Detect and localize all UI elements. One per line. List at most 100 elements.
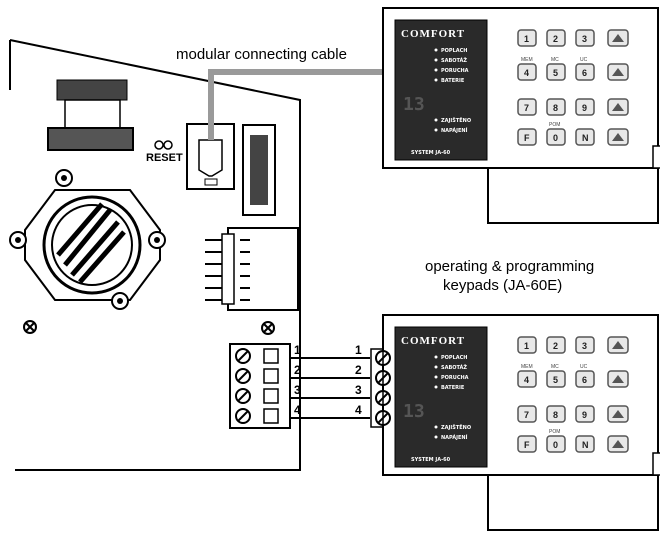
status-led xyxy=(434,58,438,62)
key-label: 5 xyxy=(553,375,558,385)
key-button xyxy=(575,29,595,47)
fan-guard xyxy=(9,169,166,310)
key-button xyxy=(546,98,566,116)
key-label: 4 xyxy=(524,68,529,78)
cable-label: modular connecting cable xyxy=(176,46,347,63)
key-button xyxy=(575,405,595,423)
key-label: 0 xyxy=(553,440,558,450)
key-button xyxy=(517,336,537,354)
wire-numbers-right: 1 2 3 4 xyxy=(355,343,362,417)
status-text: POPLACH xyxy=(441,48,468,54)
modular-cable xyxy=(208,69,383,140)
mode-icon xyxy=(612,440,624,448)
mode-icon xyxy=(612,133,624,141)
display-digits: 13 xyxy=(403,401,425,422)
key-button xyxy=(575,98,595,116)
key-button xyxy=(517,370,537,388)
key-label: 3 xyxy=(582,341,587,351)
status-text: BATERIE xyxy=(441,385,465,391)
wire-number: 2 xyxy=(355,363,362,377)
key-button xyxy=(546,435,566,453)
key-button xyxy=(517,98,537,116)
status-panel xyxy=(394,19,488,161)
key-button xyxy=(517,128,537,146)
key-label: 1 xyxy=(524,341,529,351)
key-sublabel: UC xyxy=(580,57,588,63)
mode-icon xyxy=(612,68,624,76)
key-button xyxy=(517,63,537,81)
status-led xyxy=(434,385,438,389)
key-button xyxy=(517,405,537,423)
wires xyxy=(290,357,370,419)
status-text: SABOTÁŽ xyxy=(441,363,467,371)
key-label: 4 xyxy=(524,375,529,385)
key-button xyxy=(546,370,566,388)
control-panel: RESET xyxy=(9,39,301,471)
key-label: F xyxy=(524,440,530,450)
wire-number: 3 xyxy=(355,383,362,397)
status-text: BATERIE xyxy=(441,78,465,84)
keypad-top: COMFORTPOPLACHSABOTÁŽPORUCHABATERIE13ZAJ… xyxy=(382,7,660,224)
key-button xyxy=(546,29,566,47)
status-led xyxy=(434,48,438,52)
key-button xyxy=(575,128,595,146)
key-label: 0 xyxy=(553,133,558,143)
reset-label: RESET xyxy=(146,152,183,164)
status-text: NAPÁJENÍ xyxy=(441,126,468,134)
key-sublabel: MC xyxy=(551,57,559,63)
status-text: ZAJIŠTĚNO xyxy=(441,116,471,124)
mode-icon xyxy=(612,34,624,42)
key-label: 9 xyxy=(582,410,587,420)
key-label: 3 xyxy=(582,34,587,44)
status-text: NAPÁJENÍ xyxy=(441,433,468,441)
mode-icon xyxy=(612,375,624,383)
key-label: 7 xyxy=(524,103,529,113)
status-led xyxy=(434,128,438,132)
key-button xyxy=(517,435,537,453)
status-led xyxy=(434,68,438,72)
brand-label: COMFORT xyxy=(401,335,465,347)
key-label: 8 xyxy=(553,103,558,113)
key-label: N xyxy=(582,440,589,450)
wire-number: 4 xyxy=(294,403,301,417)
wire-number: 4 xyxy=(355,403,362,417)
key-sublabel: MEM xyxy=(521,57,533,63)
display-digits: 13 xyxy=(403,94,425,115)
key-button xyxy=(575,336,595,354)
terminal-strip xyxy=(370,348,384,428)
key-sublabel: UC xyxy=(580,364,588,370)
status-panel xyxy=(394,326,488,468)
wire-numbers-left: 1 2 3 4 xyxy=(294,343,301,417)
mode-icon xyxy=(612,103,624,111)
wire-number: 2 xyxy=(294,363,301,377)
key-label: 7 xyxy=(524,410,529,420)
key-label: N xyxy=(582,133,589,143)
status-led xyxy=(434,435,438,439)
status-led xyxy=(434,375,438,379)
key-label: 1 xyxy=(524,34,529,44)
key-label: 6 xyxy=(582,375,587,385)
key-label: 8 xyxy=(553,410,558,420)
key-button xyxy=(546,63,566,81)
key-sublabel: POM xyxy=(549,122,560,128)
status-text: ZAJIŠTĚNO xyxy=(441,423,471,431)
mode-icon xyxy=(612,341,624,349)
status-text: PORUCHA xyxy=(441,68,469,74)
key-button xyxy=(517,29,537,47)
mount-screw xyxy=(23,320,275,335)
key-button xyxy=(575,370,595,388)
status-led xyxy=(434,355,438,359)
key-sublabel: MC xyxy=(551,364,559,370)
key-button xyxy=(546,128,566,146)
key-sublabel: MEM xyxy=(521,364,533,370)
reset-jumper: RESET xyxy=(146,140,183,164)
system-label: SYSTEM JA-60 xyxy=(411,150,451,156)
wire-number: 3 xyxy=(294,383,301,397)
keypads-label-line1: operating & programming xyxy=(425,258,594,275)
status-led xyxy=(434,425,438,429)
status-led xyxy=(434,78,438,82)
keypad-bottom: COMFORTPOPLACHSABOTÁŽPORUCHABATERIE13ZAJ… xyxy=(370,314,660,531)
key-label: 9 xyxy=(582,103,587,113)
status-led xyxy=(434,118,438,122)
